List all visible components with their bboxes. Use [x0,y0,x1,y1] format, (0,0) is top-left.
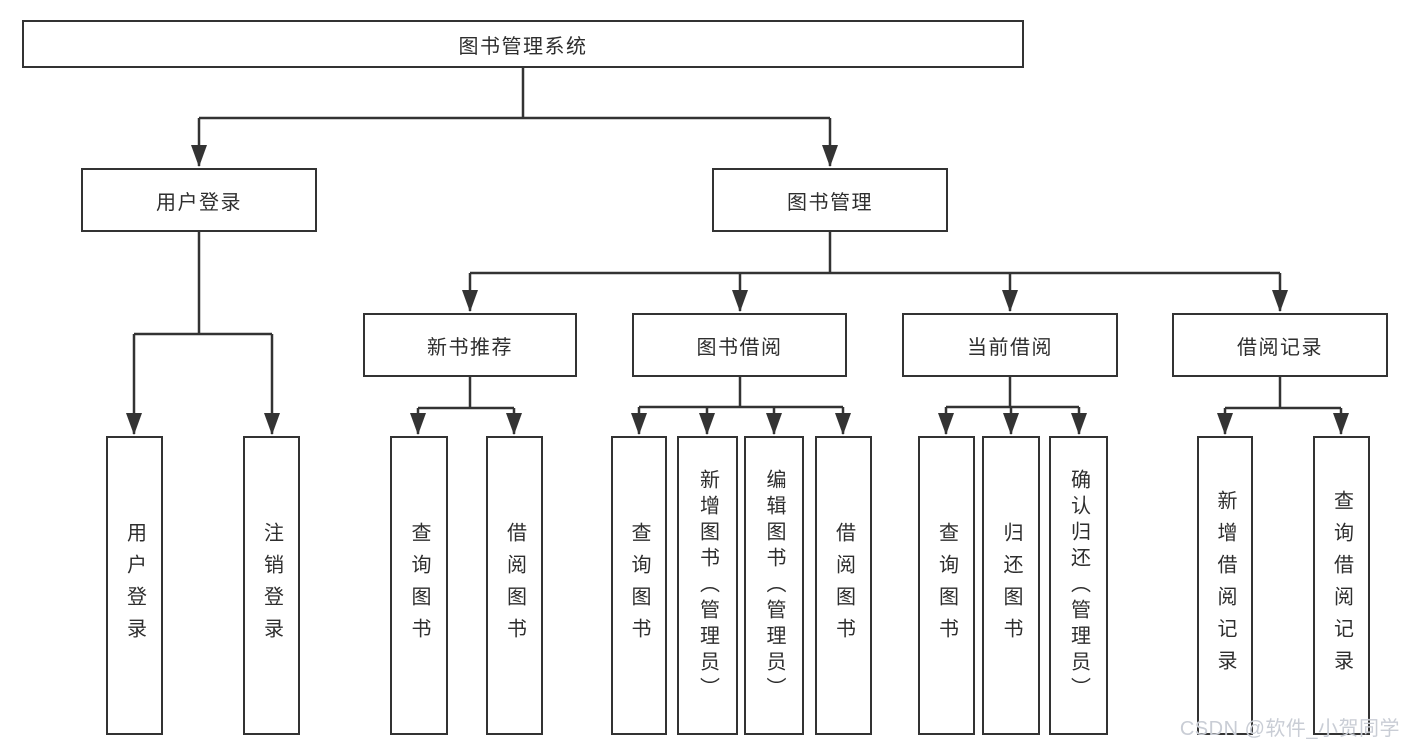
leaf-add-books-admin: 新增图书（管理员） [677,436,738,735]
leaf-borrow-books-2: 借阅图书 [815,436,872,735]
leaf-query-books-3: 查询图书 [918,436,975,735]
leaf-logout-login: 注销登录 [243,436,300,735]
node-borrowing-records: 借阅记录 [1172,313,1388,377]
node-user-login: 用户登录 [81,168,317,232]
leaf-query-books-1: 查询图书 [390,436,448,735]
leaf-return-books: 归还图书 [982,436,1040,735]
node-book-borrowing: 图书借阅 [632,313,847,377]
leaf-query-borrow-record: 查询借阅记录 [1313,436,1370,735]
connector-user-login-to-leaves [126,232,280,435]
leaf-confirm-return-admin: 确认归还（管理员） [1049,436,1108,735]
connector-book-borrowing-to-leaves [631,377,851,435]
connector-borrowing-records-to-leaves [1217,377,1349,435]
leaf-edit-books-admin: 编辑图书（管理员） [744,436,804,735]
node-library-system: 图书管理系统 [22,20,1024,68]
leaf-borrow-books-1: 借阅图书 [486,436,543,735]
connector-root-to-branches [191,68,838,167]
leaf-query-books-2: 查询图书 [611,436,667,735]
leaf-user-login: 用户登录 [106,436,163,735]
node-new-book-recommend: 新书推荐 [363,313,577,377]
node-book-management: 图书管理 [712,168,948,232]
connector-new-book-recommend-to-leaves [410,377,522,435]
connector-current-borrowing-to-leaves [938,377,1087,435]
csdn-watermark: CSDN @软件_小贺同学 [1179,718,1400,740]
node-current-borrowing: 当前借阅 [902,313,1118,377]
leaf-add-borrow-record: 新增借阅记录 [1197,436,1253,735]
connector-book-management-to-modules [462,232,1288,312]
